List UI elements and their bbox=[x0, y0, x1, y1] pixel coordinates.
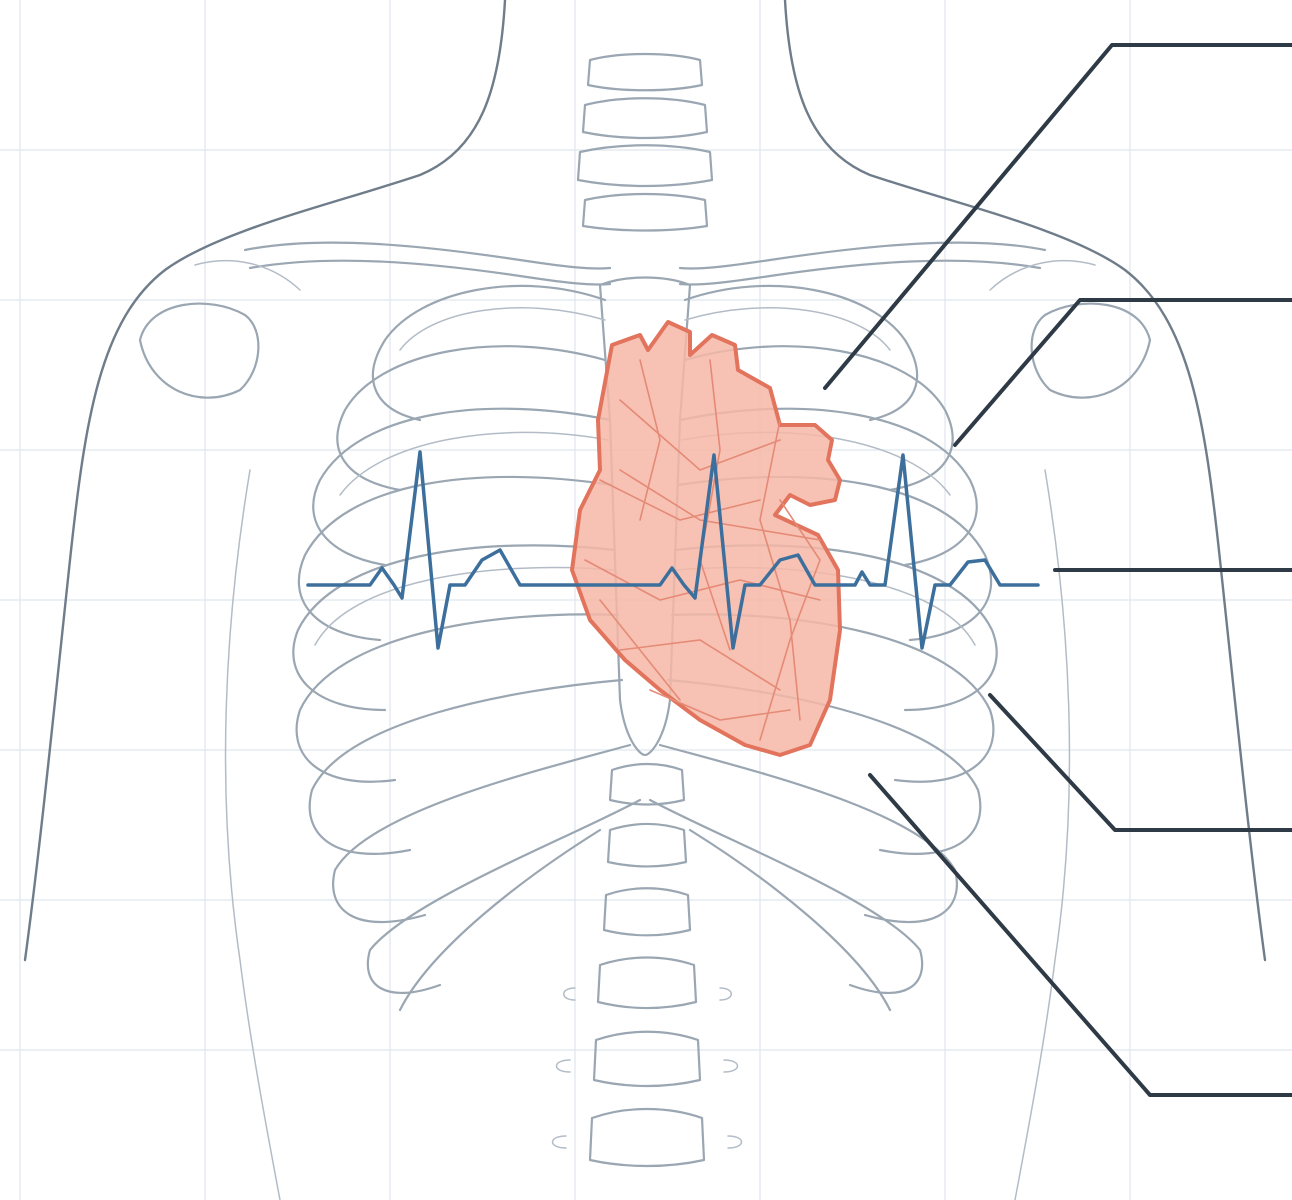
heart-icon bbox=[572, 322, 840, 755]
leader-line-2 bbox=[955, 300, 1292, 445]
leader-line-1 bbox=[825, 45, 1292, 388]
leader-line-5 bbox=[870, 775, 1292, 1095]
rib-cage-left bbox=[293, 286, 640, 1010]
